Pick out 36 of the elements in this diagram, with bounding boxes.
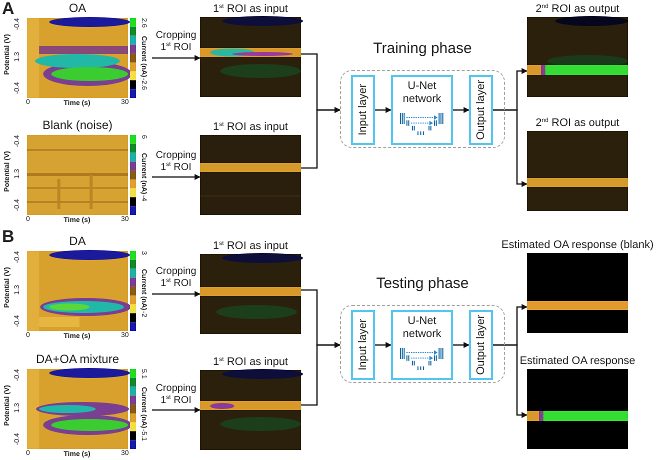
arrow: [375, 107, 392, 113]
image-title: Estimated OA response: [518, 355, 636, 368]
layer-box: Input layer: [351, 310, 375, 380]
image-title: 1$^{st}$ ROI as input: [212, 121, 289, 134]
image-title: 2$^{nd}$ ROI as output: [534, 117, 620, 130]
image-title: Estimated OA response (blank): [500, 239, 655, 252]
image-title: 1$^{st}$ ROI as input: [212, 240, 289, 253]
layer-box: Output layer: [469, 75, 493, 145]
arrow: [493, 109, 528, 187]
layer-box: Output layer: [469, 310, 493, 380]
arrow: [301, 342, 341, 406]
plot-title: OA: [68, 2, 88, 15]
arrow: [152, 55, 201, 61]
arrow: [152, 291, 201, 297]
network-label: U-Net network: [402, 315, 442, 341]
arrow: [453, 107, 470, 113]
phase-title: Testing phase: [375, 275, 470, 293]
arrow: [152, 174, 201, 180]
network-label: U-Net network: [402, 80, 442, 106]
phase-title: Training phase: [372, 40, 473, 58]
plot-title: DA: [68, 235, 87, 248]
arrow: [493, 344, 528, 418]
network-box: [391, 310, 453, 380]
image-title: 1$^{st}$ ROI as input: [212, 356, 289, 369]
panel-letter: A: [2, 0, 14, 18]
arrow: [453, 342, 470, 348]
arrow: [152, 407, 201, 413]
arrow: [375, 342, 392, 348]
plot-title: DA+OA mixture: [34, 353, 120, 366]
arrow: [301, 107, 341, 169]
layer-box: Input layer: [351, 75, 375, 145]
image-title: 1$^{st}$ ROI as input: [212, 3, 289, 16]
plot-title: Blank (noise): [41, 119, 114, 132]
image-title: 2$^{nd}$ ROI as output: [534, 3, 620, 16]
panel-letter: B: [2, 228, 14, 246]
network-box: [391, 75, 453, 145]
